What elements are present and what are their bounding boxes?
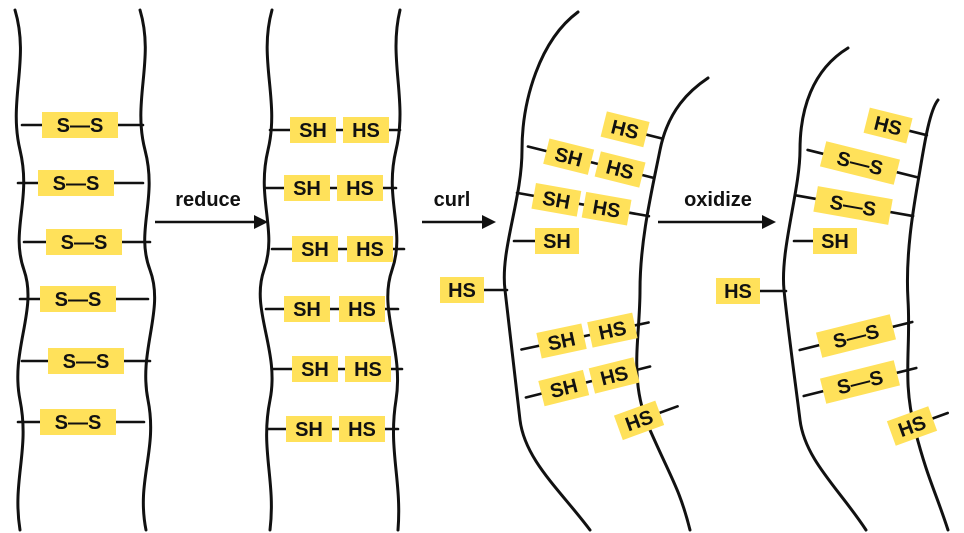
group-label: S—S (53, 173, 100, 195)
group-label: HS (724, 281, 752, 303)
panel-1-disulfide-strands: S—S S—S S—S S—S S—S S—S (15, 10, 155, 530)
panel-3-curled-strands: HS SH HS SH HS SH HS (440, 12, 708, 530)
group-label: S—S (57, 115, 104, 137)
free-thiol: HS (614, 394, 682, 440)
disulfide-bond: S—S (22, 348, 150, 374)
free-thiol: HS (864, 108, 930, 148)
group-label: SH (543, 231, 571, 253)
group-label: HS (346, 178, 374, 200)
thiol-pair: SH HS (272, 236, 404, 262)
disulfide-bond: S—S (20, 286, 148, 312)
strand-right (388, 10, 400, 530)
free-thiol: HS (601, 111, 666, 151)
panel-2-reduced-strands: SH HS SH HS SH HS SH HS SH (260, 10, 404, 530)
group-label: HS (448, 280, 476, 302)
reduce-arrow: reduce (155, 189, 268, 229)
group-label: S—S (61, 232, 108, 254)
disulfide-bond: S—S (22, 112, 143, 138)
group-label: S—S (63, 351, 110, 373)
strand-right (637, 78, 708, 530)
free-thiol: HS (887, 401, 952, 446)
disulfide-bond: S—S (797, 309, 916, 362)
thiol-pair: SH HS (268, 416, 398, 442)
group-label: SH (293, 299, 321, 321)
group-label: S—S (55, 412, 102, 434)
free-thiol: HS (440, 277, 507, 303)
disulfide-bond: S—S (801, 355, 920, 408)
strand-left (15, 10, 28, 530)
disulfide-bond: S—S (24, 229, 150, 255)
disulfide-bond: S—S (18, 170, 143, 196)
strand-right (907, 100, 948, 530)
thiol-pair: SH HS (523, 354, 653, 410)
strand-left (504, 12, 590, 530)
curl-arrow: curl (422, 189, 496, 229)
free-thiol: SH (514, 228, 579, 254)
group-label: S—S (55, 289, 102, 311)
group-label: SH (821, 231, 849, 253)
thiol-pair: SH HS (266, 296, 398, 322)
group-label: SH (293, 178, 321, 200)
group-label: HS (352, 120, 380, 142)
thiol-pair: SH HS (515, 180, 651, 229)
group-label: SH (301, 359, 329, 381)
disulfide-bond: S—S (18, 409, 144, 435)
thiol-pair: SH HS (519, 310, 652, 362)
step-label-oxidize: oxidize (684, 189, 752, 211)
group-label: SH (299, 120, 327, 142)
group-label: HS (348, 299, 376, 321)
group-label: HS (356, 239, 384, 261)
step-label-reduce: reduce (175, 189, 241, 211)
strand-right (140, 10, 155, 530)
strand-left (783, 48, 866, 530)
free-thiol: SH (794, 228, 857, 254)
strand-left (260, 10, 272, 530)
thiol-pair: SH HS (266, 175, 396, 201)
group-label: SH (295, 419, 323, 441)
group-label: SH (301, 239, 329, 261)
panel-4-oxidized-strands: HS S—S S—S SH HS S—S (716, 48, 952, 530)
thiol-pair: SH HS (270, 117, 400, 143)
free-thiol: HS (716, 278, 786, 304)
disulfide-bond: S—S (804, 137, 921, 190)
group-label: HS (354, 359, 382, 381)
thiol-pair: SH HS (272, 356, 402, 382)
step-label-curl: curl (434, 189, 471, 211)
disulfide-bond: S—S (795, 183, 916, 229)
oxidize-arrow: oxidize (658, 189, 776, 229)
group-label: HS (348, 419, 376, 441)
